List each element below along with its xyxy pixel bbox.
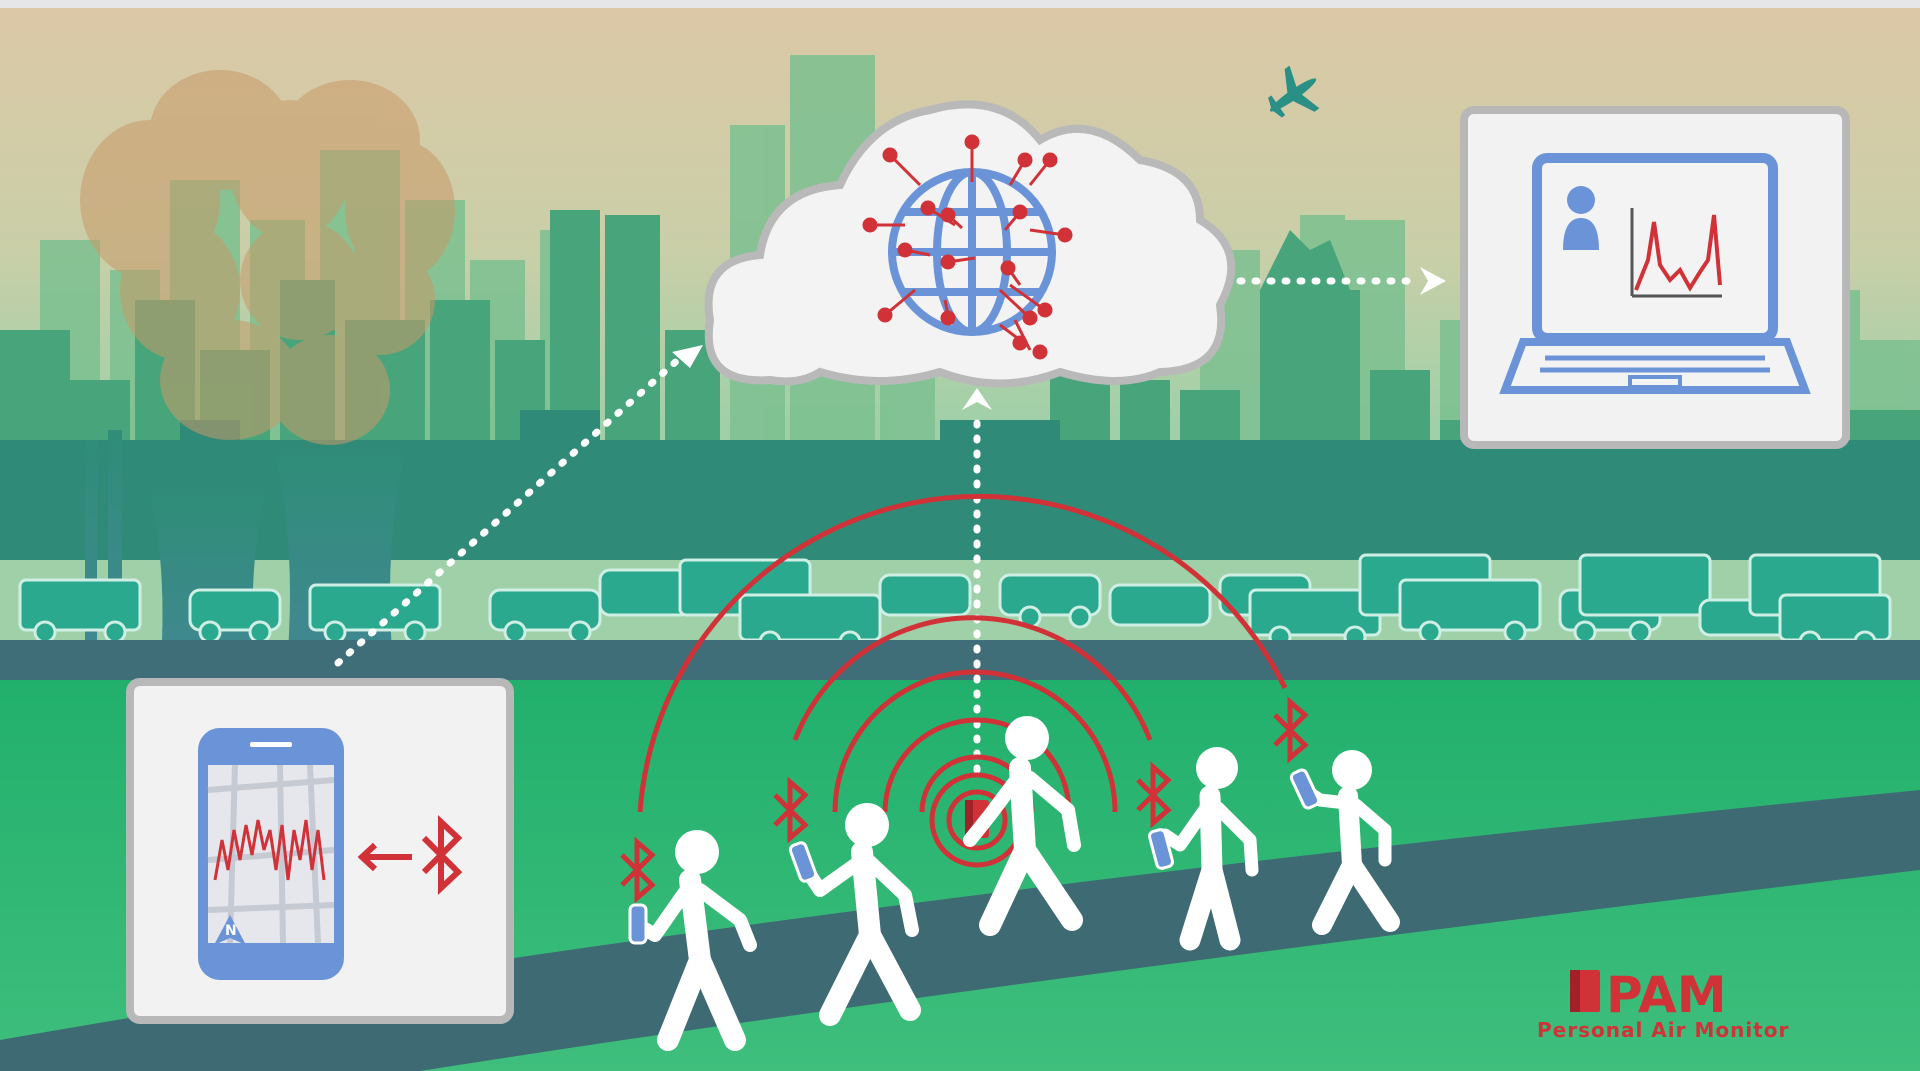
- compass-north-icon: N: [214, 915, 246, 945]
- compass-label: N: [225, 923, 237, 939]
- bluetooth-icon: [620, 696, 1309, 904]
- top-strip: [0, 0, 1920, 8]
- airplane-icon: [1268, 65, 1320, 118]
- bluetooth-to-phone-arrow: [357, 842, 412, 872]
- bluetooth-icon: [421, 815, 463, 895]
- laptop-line-chart: [1630, 208, 1722, 298]
- logo-tagline: Personal Air Monitor: [1537, 1018, 1789, 1042]
- walker-devices: [628, 768, 1321, 945]
- cloud-to-laptop-arrow: [1236, 267, 1446, 295]
- phone-map-route: [213, 819, 326, 881]
- walking-people: [631, 716, 1400, 1051]
- logo-name: PAM: [1606, 966, 1727, 1024]
- monitor-to-cloud-arrow: [962, 388, 992, 774]
- phone-to-cloud-arrow: [334, 345, 703, 667]
- person-icon: [1563, 186, 1599, 250]
- logo-monitor-icon: [1570, 970, 1600, 1012]
- laptop-icon: [1499, 153, 1811, 394]
- pam-logo: PAM Personal Air Monitor: [1537, 966, 1789, 1042]
- globe-data-pins: [862, 134, 1073, 360]
- traffic: [18, 553, 1892, 642]
- road-shoulder: [0, 640, 1920, 685]
- pollution-smoke: [80, 70, 455, 445]
- signal-waves: [637, 493, 1288, 868]
